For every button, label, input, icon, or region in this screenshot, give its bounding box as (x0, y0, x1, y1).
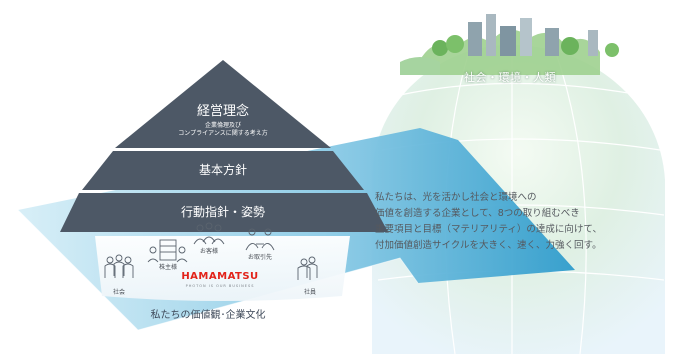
mission-message-line: 価値を創造する企業として、8つの取り組むべき (375, 208, 580, 219)
pyramid-bottom-label: 行動指針・姿勢 (180, 205, 265, 219)
pyramid-middle-label: 基本方針 (198, 163, 247, 177)
shareholder-building-icon (147, 239, 188, 263)
values-culture-label: 私たちの価値観･企業文化 (150, 310, 266, 321)
brand-logo: HAMAMATSU (181, 271, 259, 282)
label-employees: 社員 (303, 289, 316, 296)
world-label: 社会・環境・人類 (464, 71, 556, 84)
mission-message-line: 重要項目と目標（マテリアリティ）の達成に向けて、 (375, 224, 602, 235)
label-customers: お客様 (199, 248, 218, 255)
label-shareholders: 株主様 (158, 264, 177, 271)
philosophy-pyramid (60, 60, 388, 232)
society-people-icon (104, 254, 134, 278)
pyramid-top-title: 経営理念 (196, 104, 249, 119)
mission-message-line: 私たちは、光を活かし社会と環境への (375, 192, 537, 203)
stakeholder-base (95, 236, 350, 301)
label-suppliers: お取引先 (247, 254, 272, 261)
pyramid-top-subtitle-line2: コンプライアンスに関する考え方 (178, 130, 268, 137)
customers-group-icon (193, 222, 225, 245)
mission-message: 私たちは、光を活かし社会と環境への 価値を創造する企業として、8つの取り組むべき… (375, 190, 675, 254)
suppliers-handshake-icon (245, 228, 275, 251)
city-landscape-illustration (400, 13, 635, 75)
pyramid-top-subtitle: 企業倫理及び コンプライアンスに関する考え方 (143, 122, 303, 138)
employees-people-icon (297, 256, 318, 280)
pyramid-top-subtitle-line1: 企業倫理及び (204, 122, 241, 129)
stakeholder-icons (104, 222, 318, 280)
label-society: 社会 (112, 289, 125, 296)
brand-tagline: PHOTON IS OUR BUSINESS (185, 284, 255, 288)
mission-message-line: 付加価値創造サイクルを大きく、速く、力強く回す。 (375, 240, 602, 251)
